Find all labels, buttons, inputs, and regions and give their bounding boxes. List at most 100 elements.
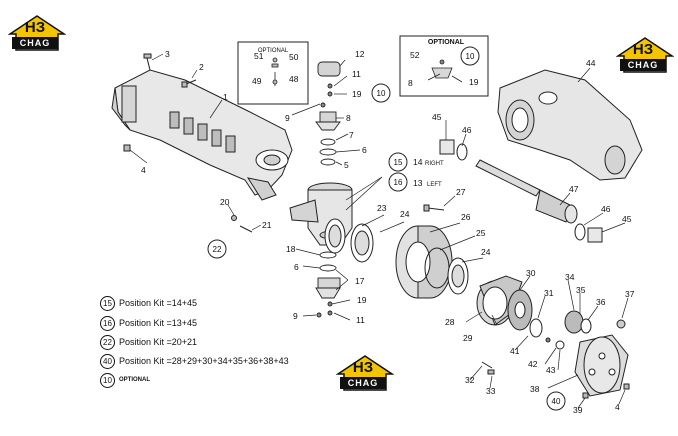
callout-32: 32 (465, 375, 475, 385)
callout-19b: 19 (469, 77, 479, 87)
circled-10-main: 10 (377, 89, 386, 98)
callout-21: 21 (262, 220, 272, 230)
legend-circle-15: 15 (100, 295, 115, 311)
callout-17: 17 (355, 276, 365, 286)
circled-16: 16 (394, 178, 403, 187)
logo-mark: НЗ (24, 19, 46, 36)
callout-14: 14 (413, 157, 423, 167)
callout-34: 34 (565, 272, 575, 282)
callout-46a: 46 (462, 125, 472, 135)
wheel-hub-assembly (324, 204, 630, 399)
optional-box-2-title: OPTIONAL (428, 39, 465, 46)
callout-12: 12 (355, 49, 365, 59)
legend-circle-16: 16 (100, 315, 115, 331)
callout-44: 44 (586, 58, 596, 68)
legend-circle-10: 10 (100, 372, 115, 388)
callout-18: 18 (286, 244, 296, 254)
callout-30: 30 (526, 268, 536, 278)
callout-9a: 9 (285, 113, 290, 123)
callout-31: 31 (544, 288, 554, 298)
label-left: LEFT (427, 182, 442, 188)
legend-circle-22: 22 (100, 334, 115, 350)
callout-24b: 24 (481, 247, 491, 257)
callout-19c: 19 (357, 295, 367, 305)
callout-8b: 8 (408, 78, 413, 88)
logo-text: CHAG (620, 59, 666, 71)
callout-2: 2 (199, 62, 204, 72)
part-callouts: 3 2 1 4 20 21 51 50 49 48 12 11 19 9 8 7… (141, 49, 635, 415)
callout-20: 20 (220, 197, 230, 207)
callout-28: 28 (445, 317, 455, 327)
optional-box-1-title: OPTIONAL (258, 48, 289, 54)
callout-39: 39 (573, 405, 583, 415)
callout-43: 43 (546, 365, 556, 375)
logo-mark: НЗ (352, 359, 374, 376)
callout-46b: 46 (601, 204, 611, 214)
axle-housing (111, 69, 293, 201)
callout-6b: 6 (294, 262, 299, 272)
optional-box-1 (237, 41, 309, 105)
logo-text: CHAG (12, 37, 58, 49)
callout-11b: 11 (356, 315, 365, 325)
legend-text-10: OPTIONAL (119, 377, 150, 383)
callout-50: 50 (289, 52, 299, 62)
callout-52: 52 (410, 50, 420, 60)
circled-callouts: 10 10 15 16 22 40 (207, 46, 566, 411)
brand-logo-top-right: НЗ CHAG (616, 34, 674, 74)
callout-3: 3 (165, 49, 170, 59)
callout-45b: 45 (622, 214, 632, 224)
circled-22: 22 (213, 245, 222, 254)
callout-27: 27 (456, 187, 466, 197)
optional-box-2 (399, 35, 489, 97)
optional-box-2-parts (427, 59, 463, 83)
callout-42: 42 (528, 359, 538, 369)
small-bolts (123, 53, 253, 233)
callout-7: 7 (349, 130, 354, 140)
callout-49: 49 (252, 76, 262, 86)
callout-29: 29 (463, 333, 473, 343)
leader-lines (129, 53, 629, 409)
callout-6a: 6 (362, 145, 367, 155)
legend-row-40: 40 Position Kit =28+29+30+34+35+36+38+43 (100, 352, 289, 370)
legend-row-16: 16 Position Kit =13+45 (100, 314, 197, 332)
legend-text-22: Position Kit =20+21 (119, 337, 198, 347)
callout-24a: 24 (400, 209, 410, 219)
callout-35: 35 (576, 285, 586, 295)
callout-9b: 9 (293, 311, 298, 321)
legend-text-15: Position Kit =14+45 (119, 298, 198, 308)
circled-10-optional: 10 (466, 52, 475, 61)
callout-8a: 8 (346, 113, 351, 123)
label-right: RIGHT (425, 161, 444, 167)
brand-logo-top-left: НЗ CHAG (8, 12, 66, 52)
callout-38: 38 (530, 384, 540, 394)
legend-row-15: 15 Position Kit =14+45 (100, 294, 197, 312)
kingpin-lower-parts (315, 251, 341, 318)
logo-mark: НЗ (632, 41, 654, 58)
callout-25: 25 (476, 228, 486, 238)
callout-13: 13 (413, 178, 423, 188)
legend-row-22: 22 Position Kit =20+21 (100, 333, 197, 351)
callout-36: 36 (596, 297, 606, 307)
legend-row-10: 10 OPTIONAL (100, 371, 150, 389)
callout-41: 41 (510, 346, 520, 356)
center-differential-housing (497, 69, 643, 181)
circled-15: 15 (394, 158, 403, 167)
callout-23: 23 (377, 203, 387, 213)
circled-40: 40 (552, 397, 561, 406)
optional-box-1-parts (271, 57, 279, 86)
callout-47: 47 (569, 184, 579, 194)
legend-circle-40: 40 (100, 353, 115, 369)
callout-51: 51 (254, 51, 264, 61)
legend-text-16: Position Kit =13+45 (119, 318, 198, 328)
callout-1: 1 (223, 92, 228, 102)
callout-4b: 4 (615, 402, 620, 412)
callout-45a: 45 (432, 112, 442, 122)
callout-26: 26 (461, 212, 471, 222)
kingpin-upper-parts (315, 61, 341, 166)
callout-4a: 4 (141, 165, 146, 175)
legend-text-40: Position Kit =28+29+30+34+35+36+38+43 (119, 356, 289, 366)
callout-37: 37 (625, 289, 635, 299)
callout-48: 48 (289, 74, 299, 84)
callout-11a: 11 (352, 69, 361, 79)
